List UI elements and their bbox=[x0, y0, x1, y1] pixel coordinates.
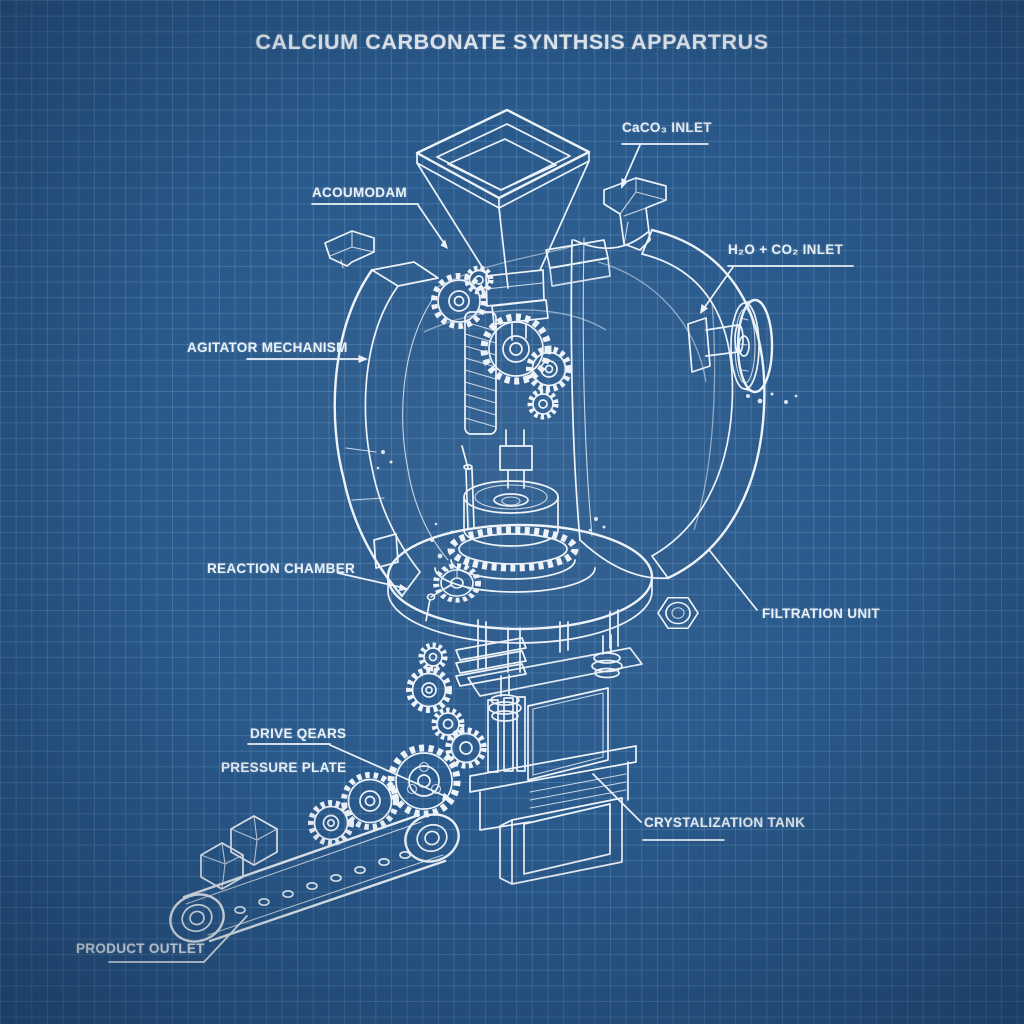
label-hopper-module: ACOUMODAM bbox=[312, 185, 407, 200]
conveyor-belt bbox=[169, 813, 460, 943]
crystallization-leader bbox=[592, 773, 642, 823]
drive-gears-leader bbox=[329, 744, 448, 798]
diagram-title: CALCIUM CARBONATE SYNTHSIS APPARTRUS bbox=[255, 30, 769, 54]
caco3-leader bbox=[621, 144, 641, 187]
mesh-panel bbox=[527, 687, 609, 781]
hex-nut bbox=[657, 597, 699, 629]
wedge-part bbox=[324, 230, 375, 269]
label-h2o-co2-inlet: H₂O + CO₂ INLET bbox=[728, 242, 844, 257]
product-crystal-1 bbox=[200, 842, 244, 890]
label-crystallization-tank: CRYSTALIZATION TANK bbox=[644, 815, 806, 830]
reaction-leader bbox=[337, 572, 405, 589]
callout-lines bbox=[108, 143, 854, 963]
label-reaction-chamber: REACTION CHAMBER bbox=[207, 561, 356, 576]
drive-gear-train bbox=[308, 642, 487, 846]
belt-holes bbox=[234, 850, 411, 915]
agitator-shaft bbox=[461, 323, 533, 529]
filtration-leader bbox=[709, 550, 758, 611]
h2o-leader bbox=[701, 266, 734, 312]
product-crystal-2 bbox=[230, 815, 278, 866]
caco3-inlet-bracket bbox=[603, 177, 667, 251]
vessel-back-wall bbox=[423, 245, 607, 333]
particle-dots bbox=[376, 392, 798, 572]
label-caco3-inlet: CaCO₃ INLET bbox=[622, 120, 712, 135]
product-outlet-leader bbox=[203, 915, 248, 963]
platform-disc bbox=[386, 523, 654, 644]
hub-assembly bbox=[434, 480, 596, 593]
worm-gear bbox=[464, 311, 497, 435]
label-product-outlet: PRODUCT OUTLET bbox=[76, 941, 205, 956]
left-shell bbox=[333, 261, 449, 598]
agitator-gears bbox=[431, 265, 572, 435]
label-drive-gears: DRIVE QEARS bbox=[250, 726, 347, 741]
label-pressure-plate: PRESSURE PLATE bbox=[221, 760, 347, 775]
label-agitator-mechanism: AGITATOR MECHANISM bbox=[187, 340, 348, 355]
hand-wheel bbox=[687, 298, 774, 394]
hopper bbox=[415, 108, 591, 325]
feed-duct bbox=[545, 239, 611, 287]
crank-gear bbox=[425, 563, 481, 622]
right-shell bbox=[570, 228, 766, 580]
acoumodam-leader bbox=[417, 204, 447, 247]
press-assembly bbox=[455, 609, 643, 781]
label-filtration-unit: FILTRATION UNIT bbox=[762, 606, 880, 621]
crystallization-tank bbox=[469, 745, 637, 885]
